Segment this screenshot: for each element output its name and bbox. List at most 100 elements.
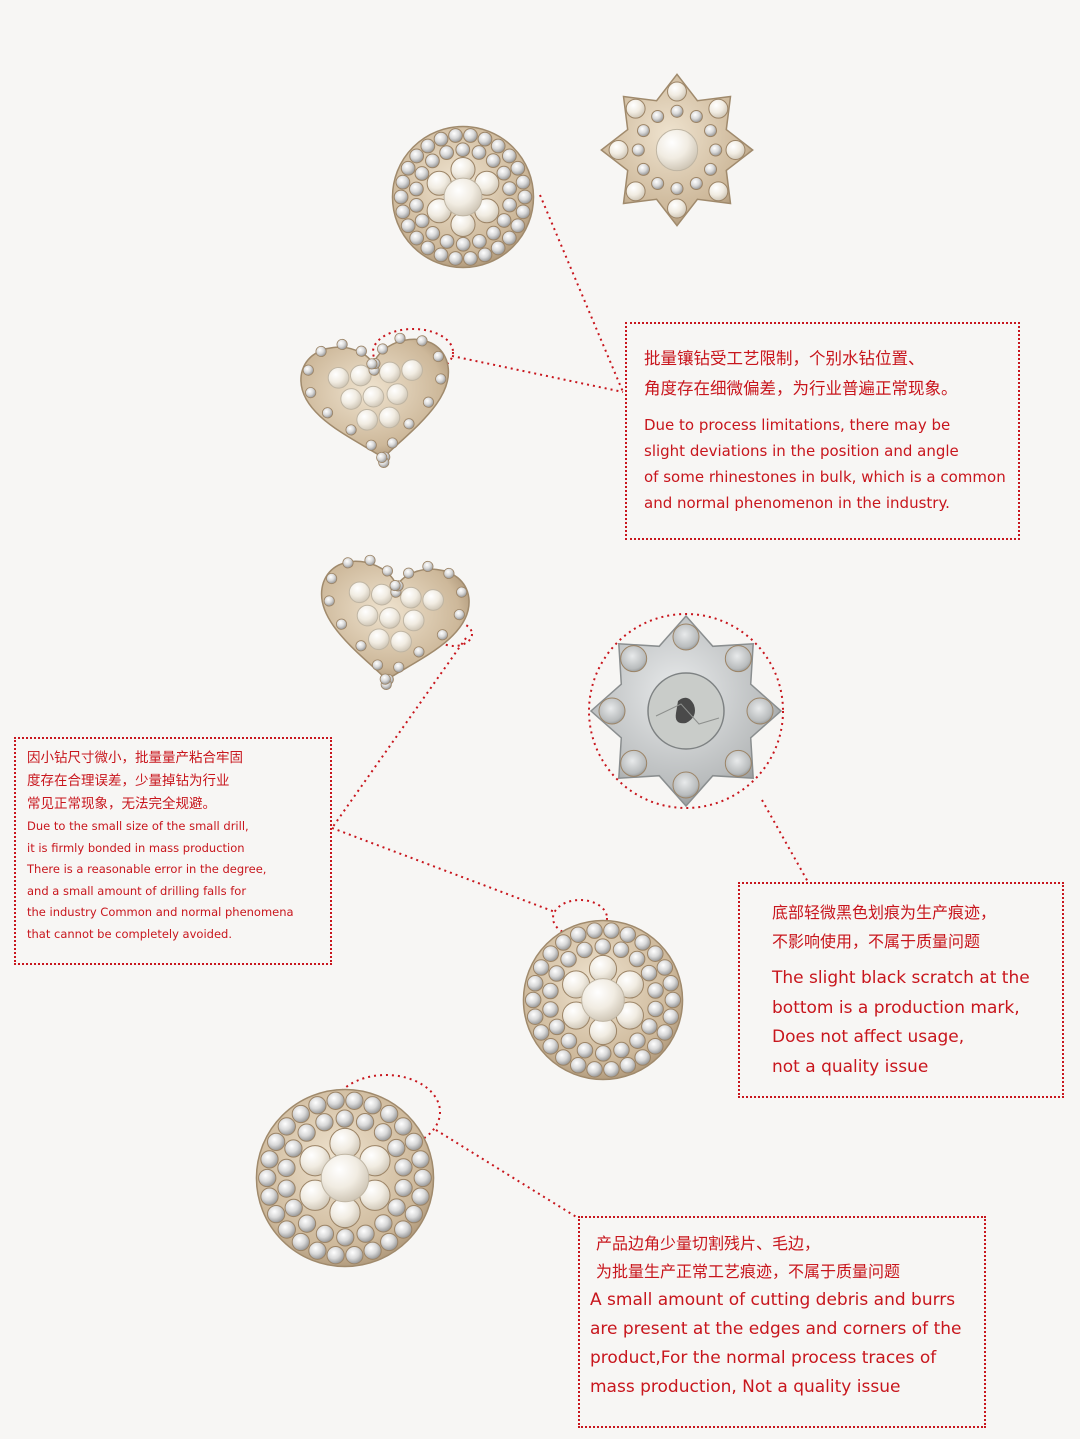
rhinestone bbox=[284, 1139, 303, 1158]
rhinestone bbox=[315, 345, 327, 358]
rhinestone bbox=[439, 145, 455, 161]
rhinestone bbox=[414, 166, 430, 181]
rhinestone bbox=[403, 567, 415, 579]
rhinestone bbox=[374, 1214, 393, 1233]
rhinestone bbox=[342, 557, 354, 569]
pearl bbox=[379, 361, 401, 384]
round-pearl-brooch-bottom bbox=[255, 1088, 435, 1268]
rhinestone bbox=[394, 332, 406, 344]
rhinestone bbox=[433, 247, 449, 263]
rhinestone bbox=[267, 1204, 286, 1224]
rhinestone bbox=[496, 165, 512, 181]
callout-bottom-scratch: 底部轻微黑色划痕为生产痕迹， 不影响使用，不属于质量问题 The slight … bbox=[738, 882, 1064, 1098]
rhinestone bbox=[524, 991, 542, 1009]
rhinestone bbox=[689, 109, 703, 124]
rhinestone bbox=[321, 407, 334, 419]
rhinestone bbox=[284, 1198, 303, 1218]
rhinestone bbox=[258, 1168, 277, 1188]
rhinestone bbox=[670, 104, 684, 118]
rhinestone bbox=[448, 128, 463, 143]
rhinestone bbox=[326, 1246, 345, 1265]
pearl bbox=[725, 140, 746, 160]
rhinestone bbox=[526, 975, 544, 992]
rhinestone bbox=[647, 1000, 664, 1018]
rhinestone bbox=[560, 951, 577, 968]
rhinestone bbox=[379, 673, 391, 685]
rhinestone bbox=[420, 240, 436, 256]
rhinestone bbox=[526, 1008, 544, 1025]
rhinestone bbox=[393, 661, 405, 673]
rhinestone bbox=[501, 148, 517, 164]
rhinestone bbox=[560, 1032, 578, 1050]
rhinestone bbox=[277, 1158, 296, 1178]
rhinestone bbox=[647, 1038, 664, 1055]
rhinestone bbox=[594, 1045, 612, 1062]
rhinestone bbox=[477, 131, 493, 147]
rhinestone bbox=[542, 982, 559, 1000]
rhinestone bbox=[267, 1132, 286, 1152]
rhinestone bbox=[394, 1158, 413, 1177]
rhinestone bbox=[404, 1132, 423, 1152]
rhinestone bbox=[612, 941, 630, 959]
rhinestone bbox=[381, 565, 393, 577]
rhinestone bbox=[363, 1096, 382, 1115]
rhinestone bbox=[485, 153, 501, 169]
leader-line bbox=[331, 637, 467, 829]
callout-chinese-text: 底部轻微黑色划痕为生产痕迹， 不影响使用，不属于质量问题 bbox=[772, 903, 997, 951]
rhinestone bbox=[389, 580, 401, 592]
pearl bbox=[390, 630, 412, 653]
rhinestone bbox=[634, 934, 651, 951]
rhinestone bbox=[542, 945, 559, 962]
rhinestone bbox=[619, 926, 637, 943]
rhinestone bbox=[542, 1038, 559, 1055]
rhinestone bbox=[510, 218, 526, 234]
rhinestone bbox=[416, 335, 428, 347]
rhinestone bbox=[393, 189, 409, 205]
leader-line bbox=[451, 355, 624, 393]
rhinestone bbox=[436, 629, 449, 641]
rhinestone bbox=[395, 174, 411, 190]
rhinestone bbox=[555, 1049, 572, 1066]
rhinestone bbox=[662, 1008, 680, 1025]
rhinestone bbox=[569, 926, 587, 943]
rhinestone bbox=[641, 1018, 658, 1035]
rhinestone bbox=[576, 1041, 594, 1059]
callout-english-text: Due to process limitations, there may be… bbox=[644, 416, 1006, 512]
prong-cup bbox=[746, 697, 774, 725]
pearl bbox=[378, 607, 401, 629]
rhinestone bbox=[471, 145, 487, 160]
rhinestone bbox=[345, 1091, 364, 1110]
callout-english-text: The slight black scratch at the bottom i… bbox=[772, 968, 1030, 1077]
rhinestone bbox=[365, 439, 377, 451]
leader-line bbox=[539, 194, 624, 393]
pearl bbox=[401, 359, 423, 381]
scratch-line bbox=[655, 703, 720, 725]
rhinestone bbox=[576, 941, 593, 959]
rhinestone bbox=[364, 554, 376, 566]
rhinestone bbox=[373, 1123, 393, 1142]
rhinestone bbox=[260, 1150, 279, 1169]
rhinestone bbox=[277, 1179, 296, 1198]
rhinestone bbox=[703, 124, 718, 138]
rhinestone bbox=[631, 143, 645, 157]
rhinestone bbox=[425, 225, 441, 241]
rhinestone bbox=[613, 1041, 630, 1059]
rhinestone bbox=[517, 189, 533, 205]
rhinestone bbox=[455, 236, 471, 252]
rhinestone bbox=[422, 396, 435, 408]
prong-cup bbox=[620, 749, 648, 777]
rhinestone bbox=[486, 225, 501, 241]
rhinestone bbox=[297, 1214, 317, 1233]
pearl bbox=[386, 383, 409, 405]
rhinestone bbox=[647, 945, 664, 962]
heart-brooch-upper bbox=[300, 332, 450, 468]
rhinestone bbox=[502, 181, 517, 196]
pearl bbox=[608, 140, 629, 160]
rhinestone bbox=[394, 1220, 413, 1239]
rhinestone bbox=[634, 1049, 651, 1066]
pearl bbox=[340, 388, 362, 410]
rhinestone bbox=[455, 142, 471, 158]
highlight-circle bbox=[331, 1074, 441, 1150]
pearl bbox=[356, 408, 379, 431]
leader-line bbox=[435, 1129, 579, 1219]
